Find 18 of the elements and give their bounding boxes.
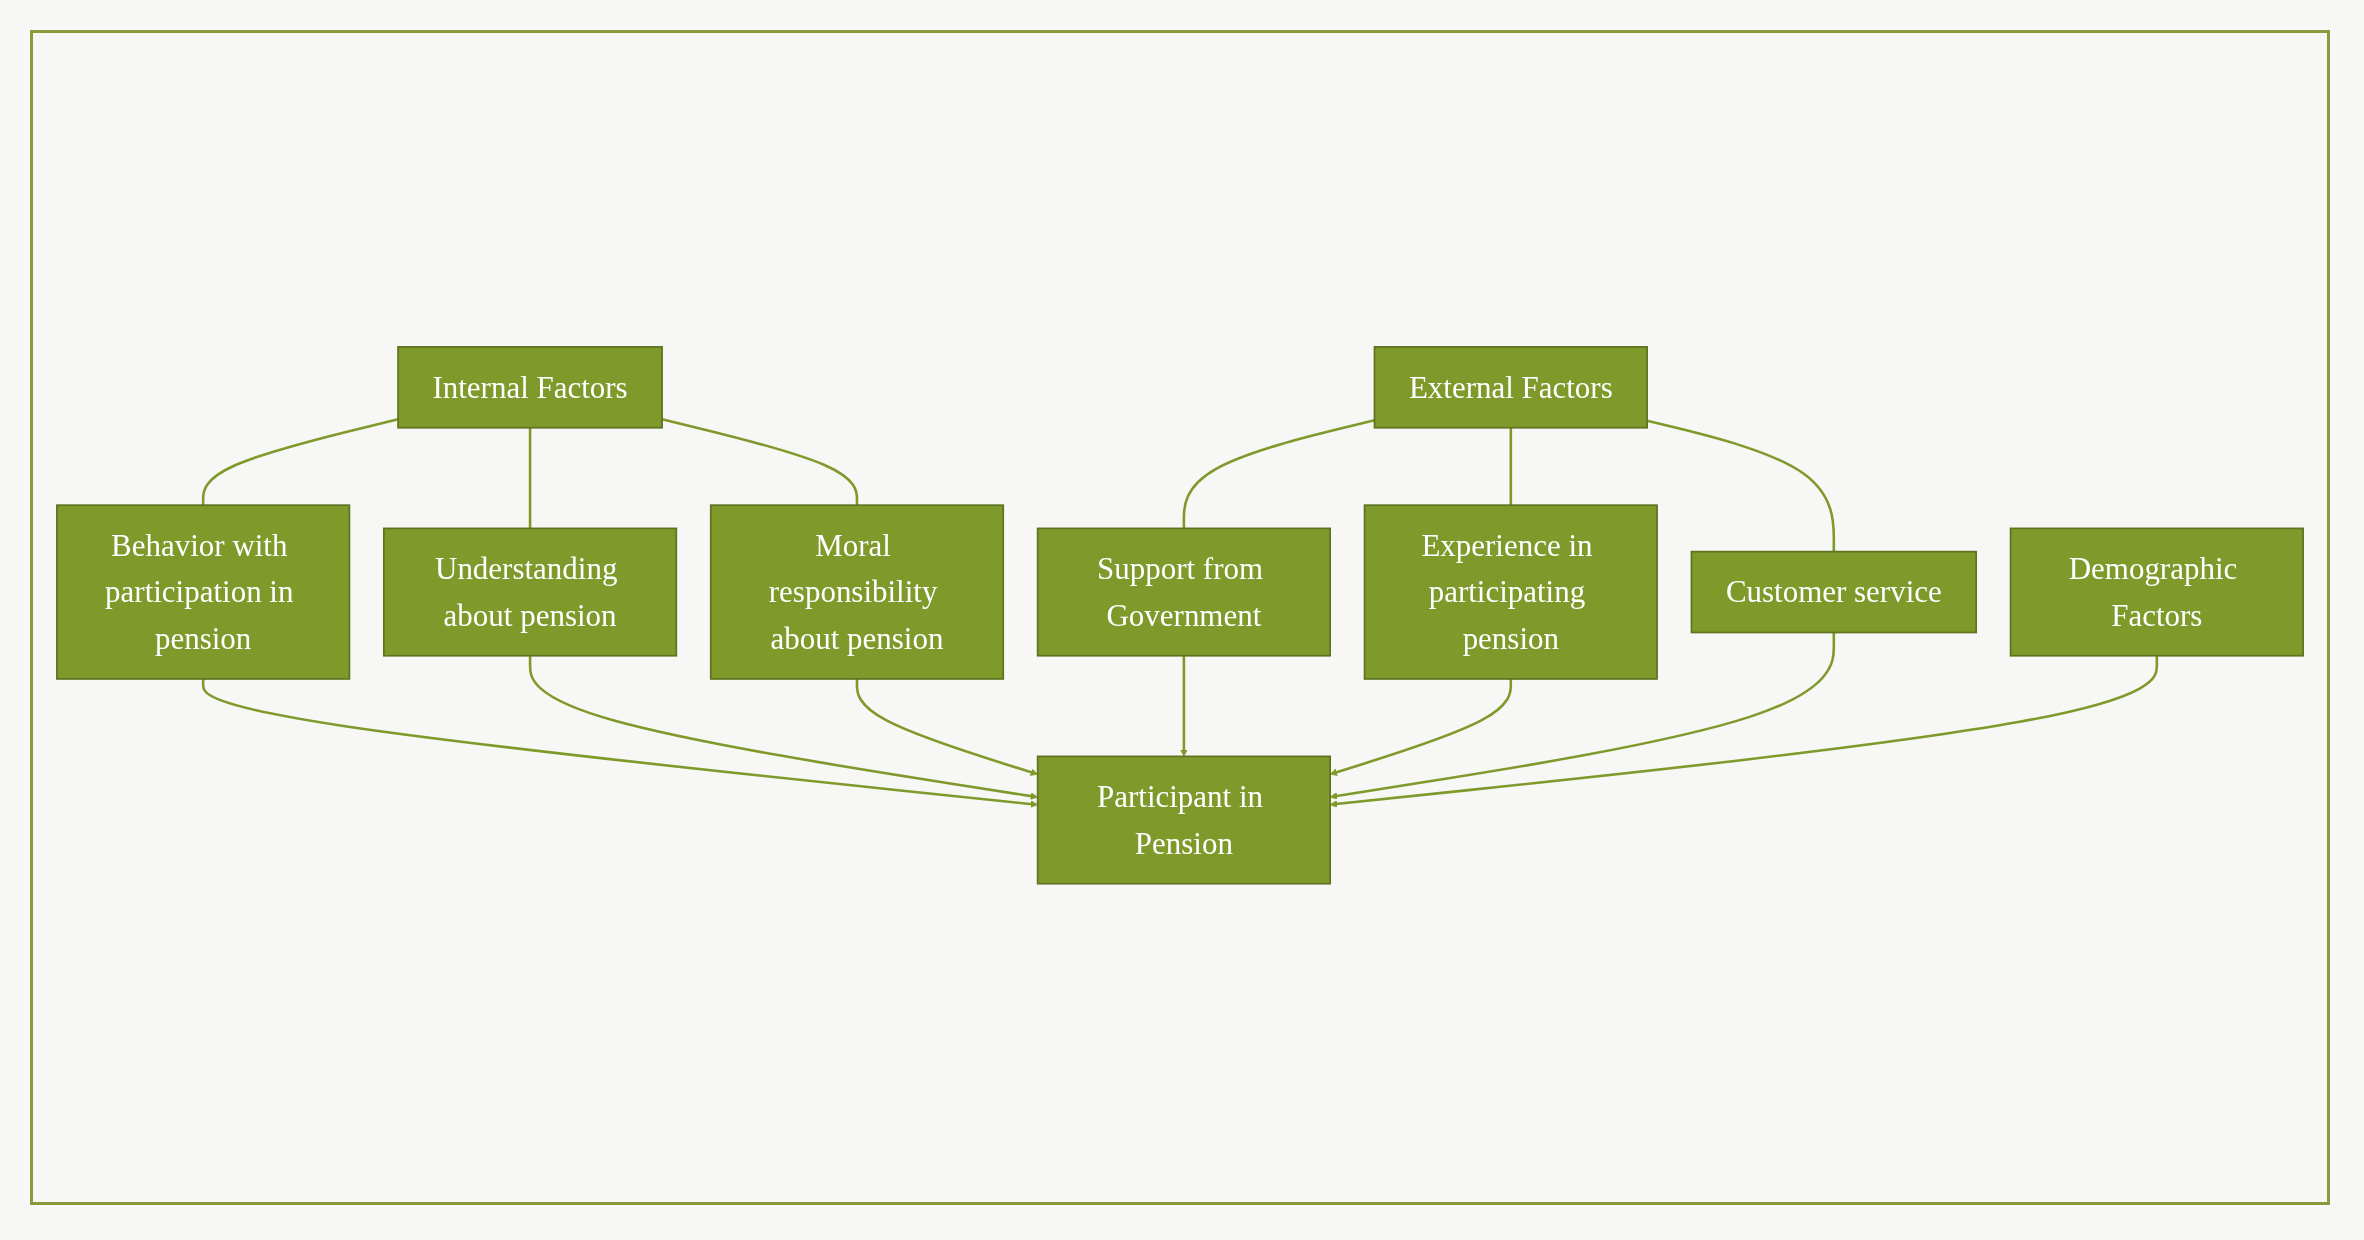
node-box: Understanding about pension	[382, 527, 678, 657]
node-box: Experience in participating pension	[1363, 504, 1658, 680]
node-box: Customer service	[1690, 551, 1978, 634]
node-box: External Factors	[1373, 346, 1648, 429]
connector	[201, 418, 399, 506]
connector	[528, 427, 532, 529]
node-box: Participant in Pension	[1036, 755, 1331, 885]
node-box: Behavior with participation in pension	[56, 504, 351, 680]
arrow	[201, 679, 1038, 809]
node-box: Demographic Factors	[2009, 527, 2304, 657]
connector	[1509, 427, 1513, 506]
arrow	[855, 679, 1038, 776]
arrow	[1180, 655, 1188, 757]
node-box: Support from Government	[1036, 527, 1331, 657]
connector	[1182, 419, 1375, 529]
arrow	[528, 655, 1038, 801]
node-box: Internal Factors	[397, 346, 663, 429]
node-box: Moral responsibility about pension	[709, 504, 1005, 680]
